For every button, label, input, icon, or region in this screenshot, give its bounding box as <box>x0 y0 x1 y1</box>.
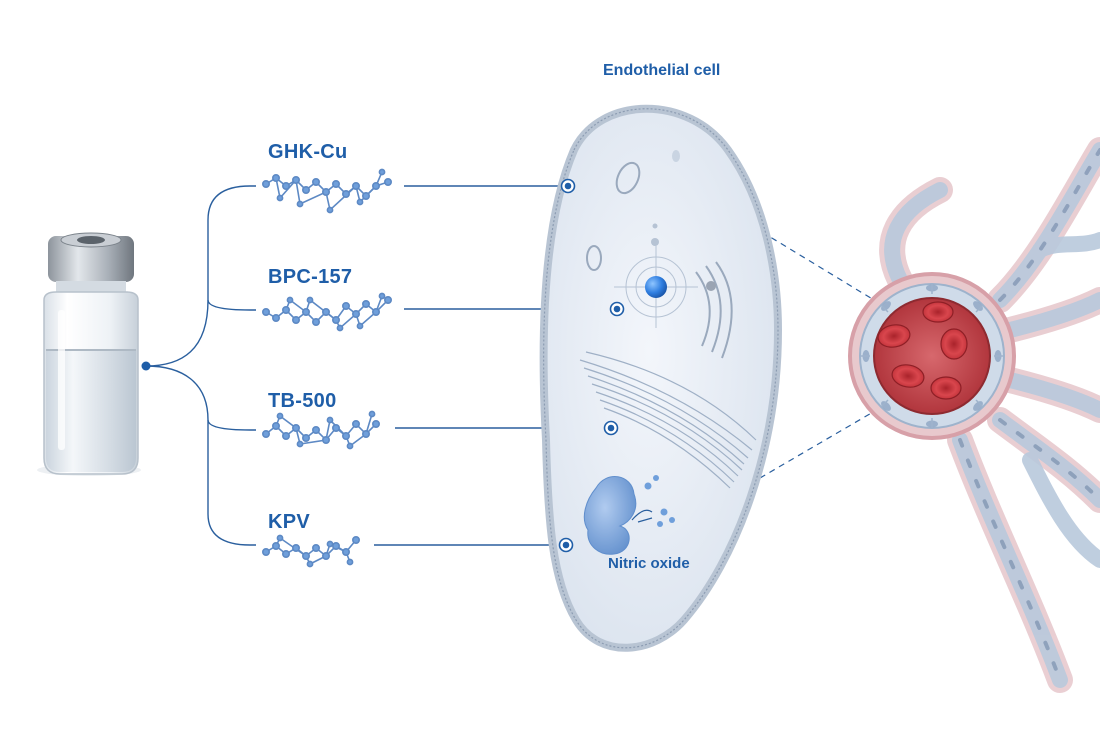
vial-icon <box>37 232 141 476</box>
cell-title: Endothelial cell <box>603 62 721 79</box>
peptide-chain-ghk-cu <box>261 168 392 214</box>
red-blood-cells <box>877 301 968 400</box>
peptide-label-bpc-157: BPC-157 <box>268 266 353 288</box>
zoom-lines <box>759 231 881 479</box>
endothelial-cell <box>539 104 783 652</box>
cytoskeleton-fibers <box>579 351 757 489</box>
target-markers <box>558 178 625 553</box>
peptide-chain-kpv <box>261 534 360 568</box>
nucleus <box>614 223 698 328</box>
blood-vessel-cross-section <box>848 137 1100 693</box>
peptide-label-ghk-cu: GHK-Cu <box>268 141 348 163</box>
nitric-oxide-enzyme <box>583 475 675 555</box>
golgi-apparatus <box>695 261 733 359</box>
peptide-label-kpv: KPV <box>268 511 311 533</box>
peptide-chain-tb-500 <box>261 410 380 450</box>
origin-dot <box>141 361 151 371</box>
peptide-label-tb-500: TB-500 <box>268 390 337 412</box>
peptide-chain-bpc-157 <box>261 292 392 332</box>
nitric-oxide-label: Nitric oxide <box>608 555 690 572</box>
